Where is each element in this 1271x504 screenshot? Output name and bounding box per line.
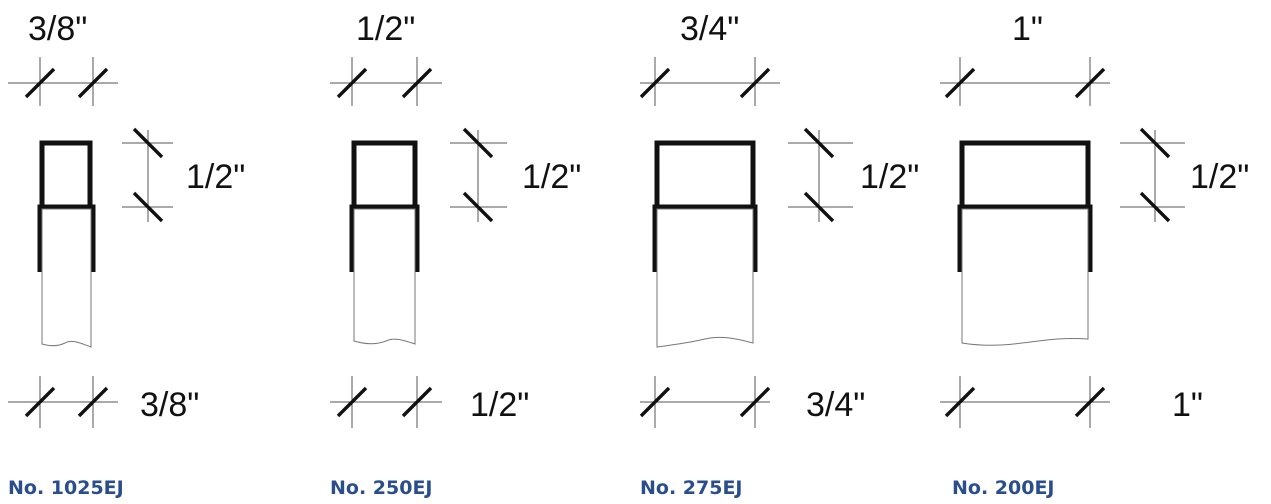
bottom-width-dimension: [330, 376, 442, 428]
product-1025ej: 3/8" 1/2" 3/8" No. 1025E: [8, 10, 245, 499]
bottom-width-dimension: [940, 376, 1110, 428]
top-width-dimension: [940, 57, 1110, 106]
height-dimension: [1120, 127, 1185, 223]
height-label: 1/2": [522, 158, 581, 196]
top-width-label: 3/4": [680, 10, 739, 48]
bottom-width-label: 1": [1172, 386, 1203, 424]
model-number: No. 200EJ: [952, 477, 1055, 499]
top-width-dimension: [8, 57, 118, 106]
height-dimension: [122, 127, 173, 223]
cap-profile: [37, 140, 96, 272]
bottom-width-label: 3/8": [140, 386, 199, 424]
height-label: 1/2": [186, 158, 245, 196]
height-label: 1/2": [860, 158, 919, 196]
board-section: [656, 208, 754, 348]
top-width-dimension: [639, 57, 780, 106]
model-number: No. 250EJ: [330, 477, 433, 499]
board-section: [41, 208, 92, 348]
product-275ej: 3/4" 1/2" 3/4" No. 275EJ: [639, 10, 919, 499]
product-250ej: 1/2" 1/2" 1/2" No. 250EJ: [330, 10, 581, 499]
model-number: No. 275EJ: [640, 477, 743, 499]
cap-profile: [957, 140, 1093, 272]
board-section: [961, 208, 1089, 346]
product-200ej: 1" 1/2" 1" No. 200EJ: [940, 10, 1249, 499]
height-dimension: [450, 127, 507, 223]
height-label: 1/2": [1190, 158, 1249, 196]
bottom-width-dimension: [639, 376, 771, 428]
bottom-width-label: 1/2": [470, 386, 529, 424]
top-width-label: 3/8": [28, 10, 87, 48]
model-number: No. 1025EJ: [8, 477, 124, 499]
bottom-width-label: 3/4": [806, 386, 865, 424]
cap-profile: [652, 140, 758, 272]
top-width-dimension: [330, 57, 442, 106]
top-width-label: 1/2": [356, 10, 415, 48]
cap-profile: [349, 140, 420, 272]
top-width-label: 1": [1012, 10, 1043, 48]
height-dimension: [788, 127, 853, 223]
bottom-width-dimension: [8, 376, 118, 428]
board-section: [353, 208, 416, 345]
